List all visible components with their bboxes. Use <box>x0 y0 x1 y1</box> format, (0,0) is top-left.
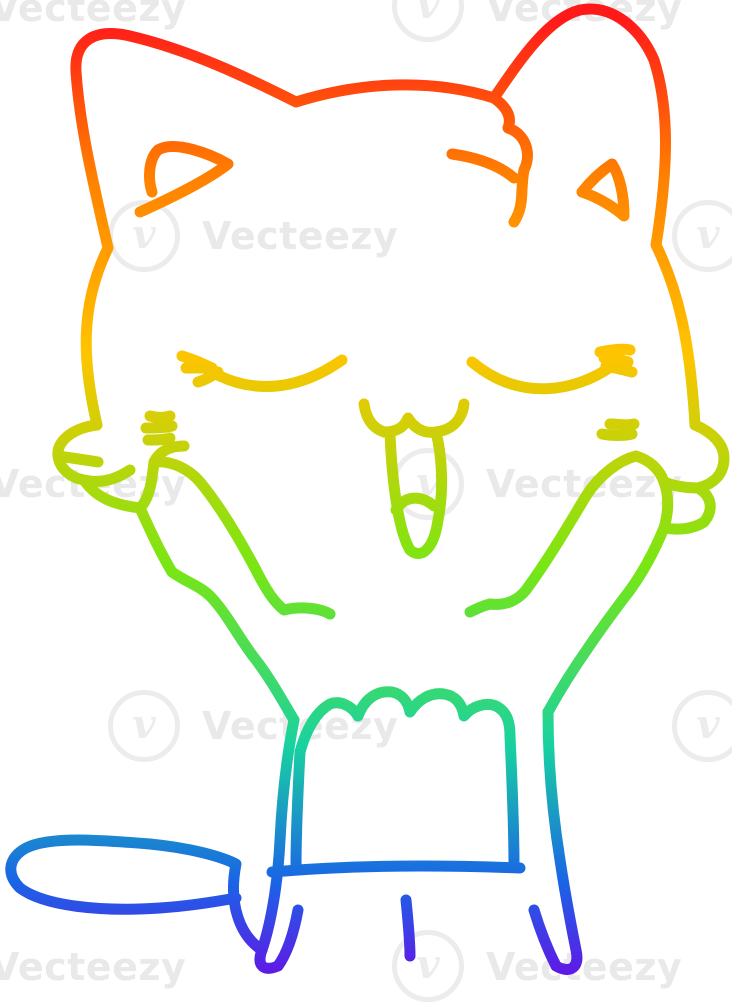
cat-shorts-side-left <box>290 746 306 872</box>
illustration-canvas: Vecteezy Vecteezy Vecteezy Vecteezy Vect… <box>0 0 732 980</box>
cat-mouth <box>358 398 470 438</box>
cat-eye-right <box>466 356 618 395</box>
cat-arm-left <box>134 456 336 726</box>
cat-ear-inner-right <box>576 158 630 222</box>
cat-arm-right <box>464 450 670 718</box>
cat-paw-left <box>52 419 190 514</box>
cat-cheek-left <box>140 410 178 446</box>
cat-paw-right <box>630 419 730 535</box>
cat-tongue <box>390 492 440 516</box>
cat-body-right-side <box>528 706 583 975</box>
cat-shorts-hem <box>266 860 526 878</box>
cat-ear-inner-left <box>134 141 234 218</box>
cat-shorts-waist <box>294 686 516 758</box>
cat-head-tuft <box>446 92 533 228</box>
cat-eyelash-left <box>176 350 224 388</box>
cat-shorts-side-right <box>504 730 520 872</box>
cat-cheek-right <box>596 418 640 441</box>
cat-leg-divider <box>400 894 416 962</box>
cat-illustration <box>5 3 730 975</box>
cat-body-left-side <box>254 714 304 974</box>
cat-mouth-open <box>384 426 448 559</box>
cat-tail <box>5 834 268 956</box>
cat-eye-left <box>199 354 348 392</box>
cat-eyelash-right <box>594 343 638 378</box>
cat-head-outline <box>70 3 701 431</box>
